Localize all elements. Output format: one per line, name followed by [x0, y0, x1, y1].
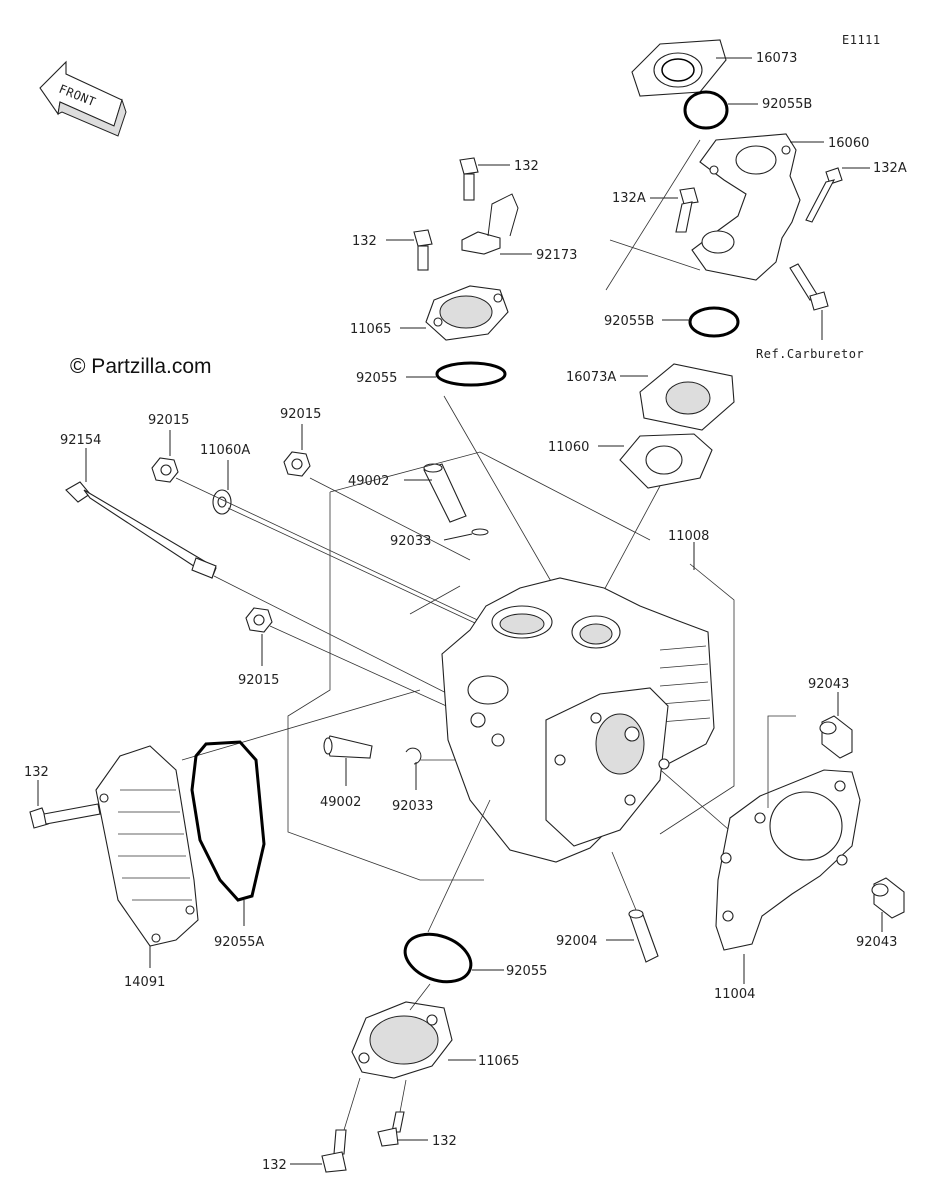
label-16060: 16060	[828, 136, 869, 151]
label-132-bot-left: 132	[262, 1158, 287, 1173]
copyright-text: © Partzilla.com	[70, 355, 212, 378]
label-132A-left: 132A	[612, 191, 646, 206]
part-132A-left[interactable]	[675, 187, 699, 233]
part-11008[interactable]	[441, 577, 715, 863]
label-92033-top: 92033	[390, 534, 431, 549]
part-11065-top[interactable]	[425, 285, 509, 341]
label-132-left: 132	[24, 765, 49, 780]
label-132A-right: 132A	[873, 161, 907, 176]
label-16073: 16073	[756, 51, 797, 66]
part-92015-a[interactable]	[151, 457, 179, 483]
part-11004[interactable]	[715, 769, 861, 951]
label-16073A: 16073A	[566, 370, 616, 385]
part-92055-bot[interactable]	[399, 926, 478, 991]
part-132A-right[interactable]	[805, 167, 843, 223]
part-92015-b[interactable]	[283, 451, 311, 477]
label-92015-c: 92015	[238, 673, 279, 688]
part-11060A[interactable]	[212, 489, 232, 515]
part-11065-bot[interactable]	[351, 1001, 453, 1079]
label-92173: 92173	[536, 248, 577, 263]
label-92015-a: 92015	[148, 413, 189, 428]
label-49002-bot: 49002	[320, 795, 361, 810]
part-92173[interactable]	[461, 193, 519, 255]
front-arrow: FRONT	[39, 60, 127, 137]
part-92004[interactable]	[628, 909, 659, 963]
label-11008: 11008	[668, 529, 709, 544]
part-132-mid[interactable]	[413, 229, 433, 271]
label-14091: 14091	[124, 975, 165, 990]
label-92055-bot: 92055	[506, 964, 547, 979]
label-11065-bot: 11065	[478, 1054, 519, 1069]
label-132-bot-right: 132	[432, 1134, 457, 1149]
label-92154: 92154	[60, 433, 101, 448]
part-16060[interactable]	[691, 133, 801, 281]
label-92055A: 92055A	[214, 935, 264, 950]
label-92043-top: 92043	[808, 677, 849, 692]
part-92033-bot[interactable]	[405, 747, 422, 765]
label-92055-top: 92055	[356, 371, 397, 386]
part-132-top[interactable]	[459, 157, 479, 201]
part-132-bot-left[interactable]	[321, 1129, 347, 1173]
part-92154[interactable]	[65, 481, 217, 579]
part-92033-top[interactable]	[471, 528, 489, 536]
part-92055A[interactable]	[190, 740, 266, 902]
label-92043-bot: 92043	[856, 935, 897, 950]
part-16073[interactable]	[631, 39, 727, 97]
part-14091[interactable]	[95, 745, 199, 947]
part-92015-c[interactable]	[245, 607, 273, 633]
part-11060[interactable]	[619, 433, 713, 489]
label-92055B-top: 92055B	[762, 97, 812, 112]
label-92004: 92004	[556, 934, 597, 949]
part-92055B-mid[interactable]	[688, 306, 740, 338]
part-49002-bot[interactable]	[323, 735, 373, 759]
label-132-mid: 132	[352, 234, 377, 249]
part-49002-top[interactable]	[423, 463, 467, 523]
part-92055B-top[interactable]	[683, 90, 729, 130]
carburetor-ref-bolt	[789, 263, 829, 311]
part-92043-bot[interactable]	[871, 877, 905, 919]
label-11004: 11004	[714, 987, 755, 1002]
part-92043-top[interactable]	[819, 715, 853, 759]
part-132-bot-right[interactable]	[377, 1111, 405, 1147]
label-92015-b: 92015	[280, 407, 321, 422]
label-132-top: 132	[514, 159, 539, 174]
part-16073A[interactable]	[639, 363, 735, 431]
label-11060A: 11060A	[200, 443, 250, 458]
label-92033-bot: 92033	[392, 799, 433, 814]
part-132-left[interactable]	[29, 803, 101, 829]
ref-carburetor-label: Ref.Carburetor	[756, 347, 864, 361]
label-92055B-mid: 92055B	[604, 314, 654, 329]
part-92055-top[interactable]	[435, 361, 507, 387]
label-11060: 11060	[548, 440, 589, 455]
label-11065-top: 11065	[350, 322, 391, 337]
diagram-code: E1111	[842, 33, 881, 47]
